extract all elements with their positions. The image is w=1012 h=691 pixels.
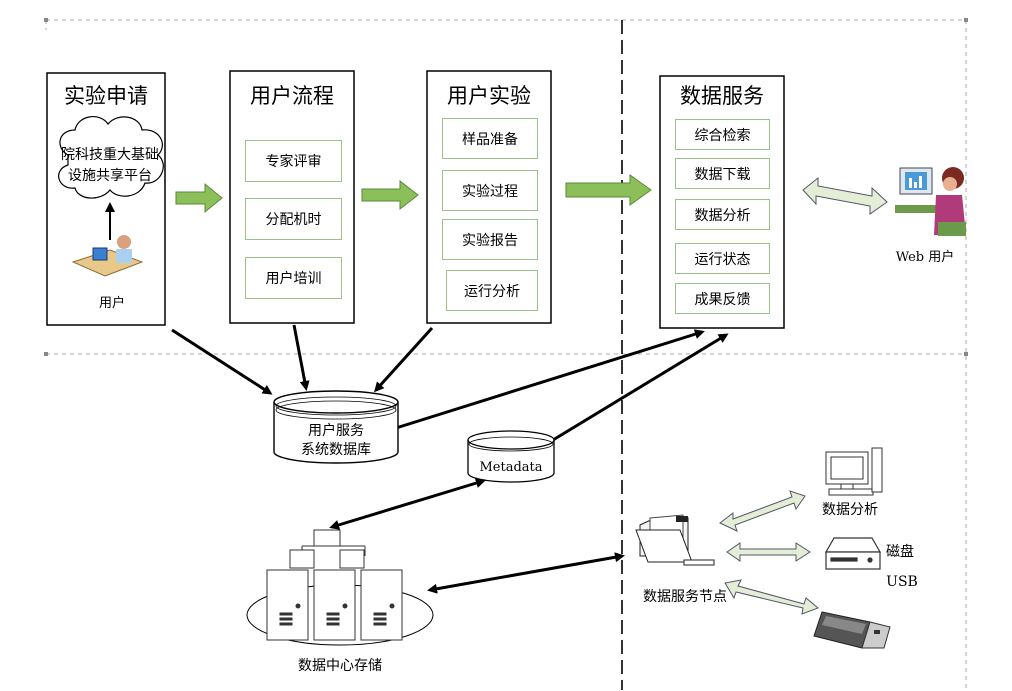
db-label-line1: 用户服务 bbox=[308, 423, 364, 439]
service-item: 数据下载 bbox=[675, 158, 770, 189]
frame-corner-marks bbox=[44, 18, 968, 356]
service-item: 运行状态 bbox=[675, 243, 770, 274]
service-item: 综合检索 bbox=[675, 119, 770, 150]
metadata-label: Metadata bbox=[479, 460, 543, 475]
computer-monitor-icon bbox=[825, 447, 883, 496]
panel-apply-box bbox=[46, 72, 166, 326]
flow-arrows bbox=[175, 174, 652, 214]
device-usb-label: USB bbox=[886, 574, 918, 590]
panel-service-title: 数据服务 bbox=[680, 84, 764, 108]
panel-apply-title: 实验申请 bbox=[64, 84, 148, 108]
device-double-arrows bbox=[719, 490, 819, 615]
node-label: 数据服务节点 bbox=[643, 589, 727, 605]
flow-item: 用户培训 bbox=[245, 257, 342, 299]
storage-cluster-icon bbox=[246, 529, 434, 646]
device-disk-label: 磁盘 bbox=[886, 544, 914, 560]
panel-flow-title: 用户流程 bbox=[250, 84, 334, 108]
user-label: 用户 bbox=[98, 296, 125, 311]
experiment-item: 样品准备 bbox=[442, 118, 538, 159]
node-folder-icon bbox=[635, 514, 715, 566]
cloud-shape bbox=[58, 116, 164, 199]
service-item: 数据分析 bbox=[675, 199, 770, 230]
flow-item: 专家评审 bbox=[245, 140, 342, 182]
flow-item: 分配机时 bbox=[245, 198, 342, 240]
web-user-icon bbox=[895, 167, 966, 236]
cloud-text-line2: 设施共享平台 bbox=[68, 168, 152, 184]
usb-stick-icon bbox=[813, 611, 891, 649]
experiment-item: 运行分析 bbox=[446, 270, 538, 311]
storage-label: 数据中心存储 bbox=[298, 658, 382, 674]
metadata-cylinder bbox=[467, 430, 555, 483]
db-arrows bbox=[171, 324, 729, 594]
user-desk-icon bbox=[71, 235, 144, 277]
experiment-item: 实验报告 bbox=[442, 219, 538, 260]
web-user-label: Web 用户 bbox=[895, 250, 955, 265]
device-analysis-label: 数据分析 bbox=[822, 502, 878, 518]
panel-experiment-title: 用户实验 bbox=[447, 84, 531, 108]
web-double-arrow bbox=[802, 176, 888, 215]
disk-drive-icon bbox=[824, 537, 882, 570]
cloud-text-line1: 院科技重大基础 bbox=[61, 147, 159, 163]
user-db-cylinder bbox=[273, 390, 399, 464]
service-item: 成果反馈 bbox=[675, 283, 770, 314]
experiment-item: 实验过程 bbox=[442, 170, 538, 211]
db-label-line2: 系统数据库 bbox=[301, 442, 371, 458]
